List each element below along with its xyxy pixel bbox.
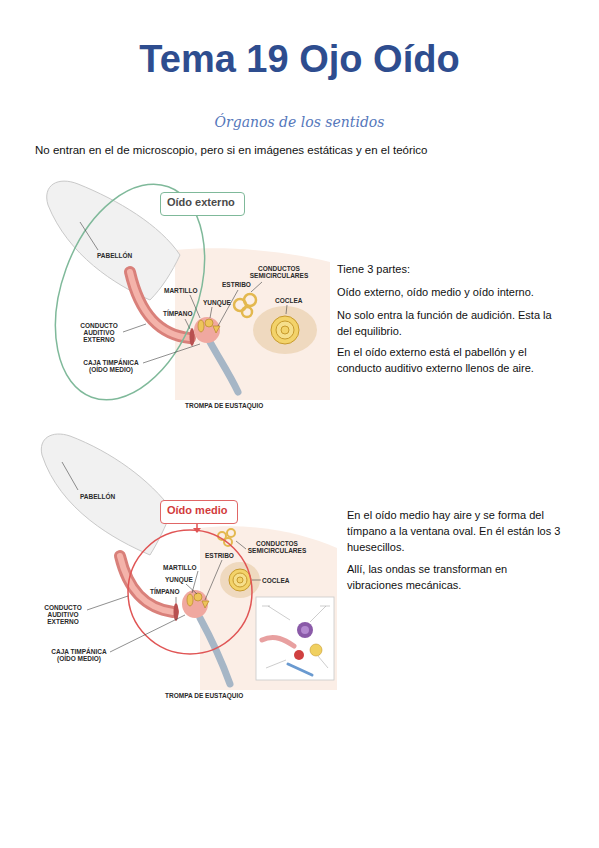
part-label: YUNQUE bbox=[165, 576, 193, 583]
cochlea bbox=[276, 321, 294, 339]
body-text: Oído externo, oído medio y oído interno. bbox=[337, 285, 572, 301]
temporal-bone bbox=[220, 562, 260, 598]
cochlea bbox=[281, 326, 289, 334]
part-label: COCLEA bbox=[262, 577, 289, 584]
pointer-arrow bbox=[193, 528, 201, 533]
page-title: Tema 19 Ojo Oído bbox=[0, 38, 599, 81]
head-tissue bbox=[175, 248, 330, 400]
inset-figure bbox=[262, 606, 270, 607]
inset-figure bbox=[310, 644, 322, 656]
cochlea bbox=[237, 577, 243, 583]
leader-line bbox=[192, 571, 198, 593]
part-label: TROMPA DE EUSTAQUIO bbox=[185, 402, 263, 409]
body-text: En el oído medio hay aire y se forma del… bbox=[347, 508, 565, 556]
part-label: CAJA TIMPÁNICA (OÍDO MEDIO) bbox=[80, 359, 142, 373]
inset-figure bbox=[320, 606, 330, 607]
eustachian-tube bbox=[200, 618, 230, 684]
part-label: MARTILLO bbox=[163, 564, 197, 571]
inset-figure bbox=[294, 650, 304, 660]
part-label: PABELLÓN bbox=[80, 493, 115, 500]
part-label: PABELLÓN bbox=[97, 252, 132, 259]
inset-figure bbox=[256, 597, 334, 680]
head-tissue bbox=[200, 526, 337, 690]
part-label: ESTRIBO bbox=[222, 281, 251, 288]
leader-line bbox=[186, 584, 197, 594]
ossicle bbox=[194, 593, 202, 601]
section-subtitle: Órganos de los sentidos bbox=[0, 114, 599, 130]
semicircular-canal bbox=[242, 307, 252, 317]
part-label: CONDUCTOS SEMICIRCULARES bbox=[248, 265, 310, 279]
cochlea bbox=[233, 573, 247, 587]
region-tag: Oído externo bbox=[160, 192, 245, 216]
leader-line bbox=[252, 580, 261, 581]
leader-line bbox=[176, 597, 177, 603]
ear-canal bbox=[130, 272, 190, 338]
inset-figure bbox=[297, 622, 313, 638]
leader-line bbox=[210, 307, 212, 318]
tympanic-cavity bbox=[194, 317, 220, 343]
inset-figure bbox=[301, 626, 309, 634]
ear-canal bbox=[130, 272, 190, 338]
leader-line bbox=[80, 222, 98, 250]
leader-line bbox=[87, 596, 128, 610]
ossicle bbox=[187, 594, 193, 606]
inset-figure bbox=[266, 660, 286, 668]
leader-line bbox=[236, 541, 246, 549]
tympanic-cavity bbox=[182, 590, 208, 618]
ossicle bbox=[205, 319, 213, 327]
ear-illustration-outer bbox=[28, 163, 330, 420]
semicircular-canal bbox=[244, 294, 256, 306]
eardrum bbox=[190, 328, 195, 346]
part-label: TROMPA DE EUSTAQUIO bbox=[165, 692, 243, 699]
body-text: Tiene 3 partes: bbox=[337, 262, 572, 278]
part-label: CONDUCTOS SEMICIRCULARES bbox=[246, 540, 308, 554]
leader-line bbox=[205, 560, 222, 600]
inset-figure bbox=[262, 638, 294, 646]
body-text: Allí, las ondas se transforman en vibrac… bbox=[347, 562, 559, 594]
inset-figure bbox=[256, 597, 334, 680]
part-label: CONDUCTO AUDITIVO EXTERNO bbox=[40, 604, 86, 625]
part-label: MARTILLO bbox=[164, 287, 198, 294]
middle-ear-outline bbox=[128, 530, 252, 654]
intro-note: No entran en el de microscopio, pero si … bbox=[35, 144, 428, 156]
pinna bbox=[41, 434, 172, 555]
leader-line bbox=[62, 462, 261, 652]
leader-line bbox=[251, 282, 262, 292]
leader-line bbox=[123, 324, 146, 332]
cochlea bbox=[229, 569, 251, 591]
temporal-bone bbox=[253, 306, 317, 354]
inset-figure bbox=[262, 606, 330, 668]
ossicle bbox=[213, 326, 220, 333]
part-label: CAJA TIMPÁNICA (OÍDO MEDIO) bbox=[48, 648, 110, 662]
semicircular-canal bbox=[227, 529, 235, 537]
leader-line bbox=[62, 462, 78, 490]
part-label: COCLEA bbox=[275, 297, 302, 304]
part-label: YUNQUE bbox=[203, 299, 231, 306]
part-label: ESTRIBO bbox=[205, 552, 234, 559]
leader-line bbox=[218, 290, 238, 326]
ear-illustration-middle bbox=[41, 434, 337, 690]
ossicle bbox=[202, 601, 209, 608]
part-label: TÍMPANO bbox=[150, 588, 180, 595]
inset-figure bbox=[288, 664, 312, 675]
body-text: En el oído externo está el pabellón y el… bbox=[337, 345, 565, 377]
inset-figure bbox=[318, 656, 328, 668]
cochlea bbox=[271, 316, 299, 344]
region-name: Oído medio bbox=[167, 504, 231, 517]
ossicle bbox=[198, 320, 204, 332]
eustachian-tube bbox=[210, 342, 238, 392]
part-label: CONDUCTO AUDITIVO EXTERNO bbox=[76, 322, 122, 343]
region-tag: Oído medio bbox=[160, 500, 238, 524]
inset-figure bbox=[310, 606, 326, 622]
leader-line bbox=[110, 615, 185, 652]
leader-line bbox=[185, 319, 190, 329]
region-name: Oído externo bbox=[167, 196, 238, 209]
inset-figure bbox=[268, 606, 290, 620]
part-label: TÍMPANO bbox=[163, 310, 193, 317]
body-text: No solo entra la función de audición. Es… bbox=[337, 308, 565, 340]
leader-line bbox=[286, 305, 287, 314]
leader-line bbox=[143, 344, 200, 363]
